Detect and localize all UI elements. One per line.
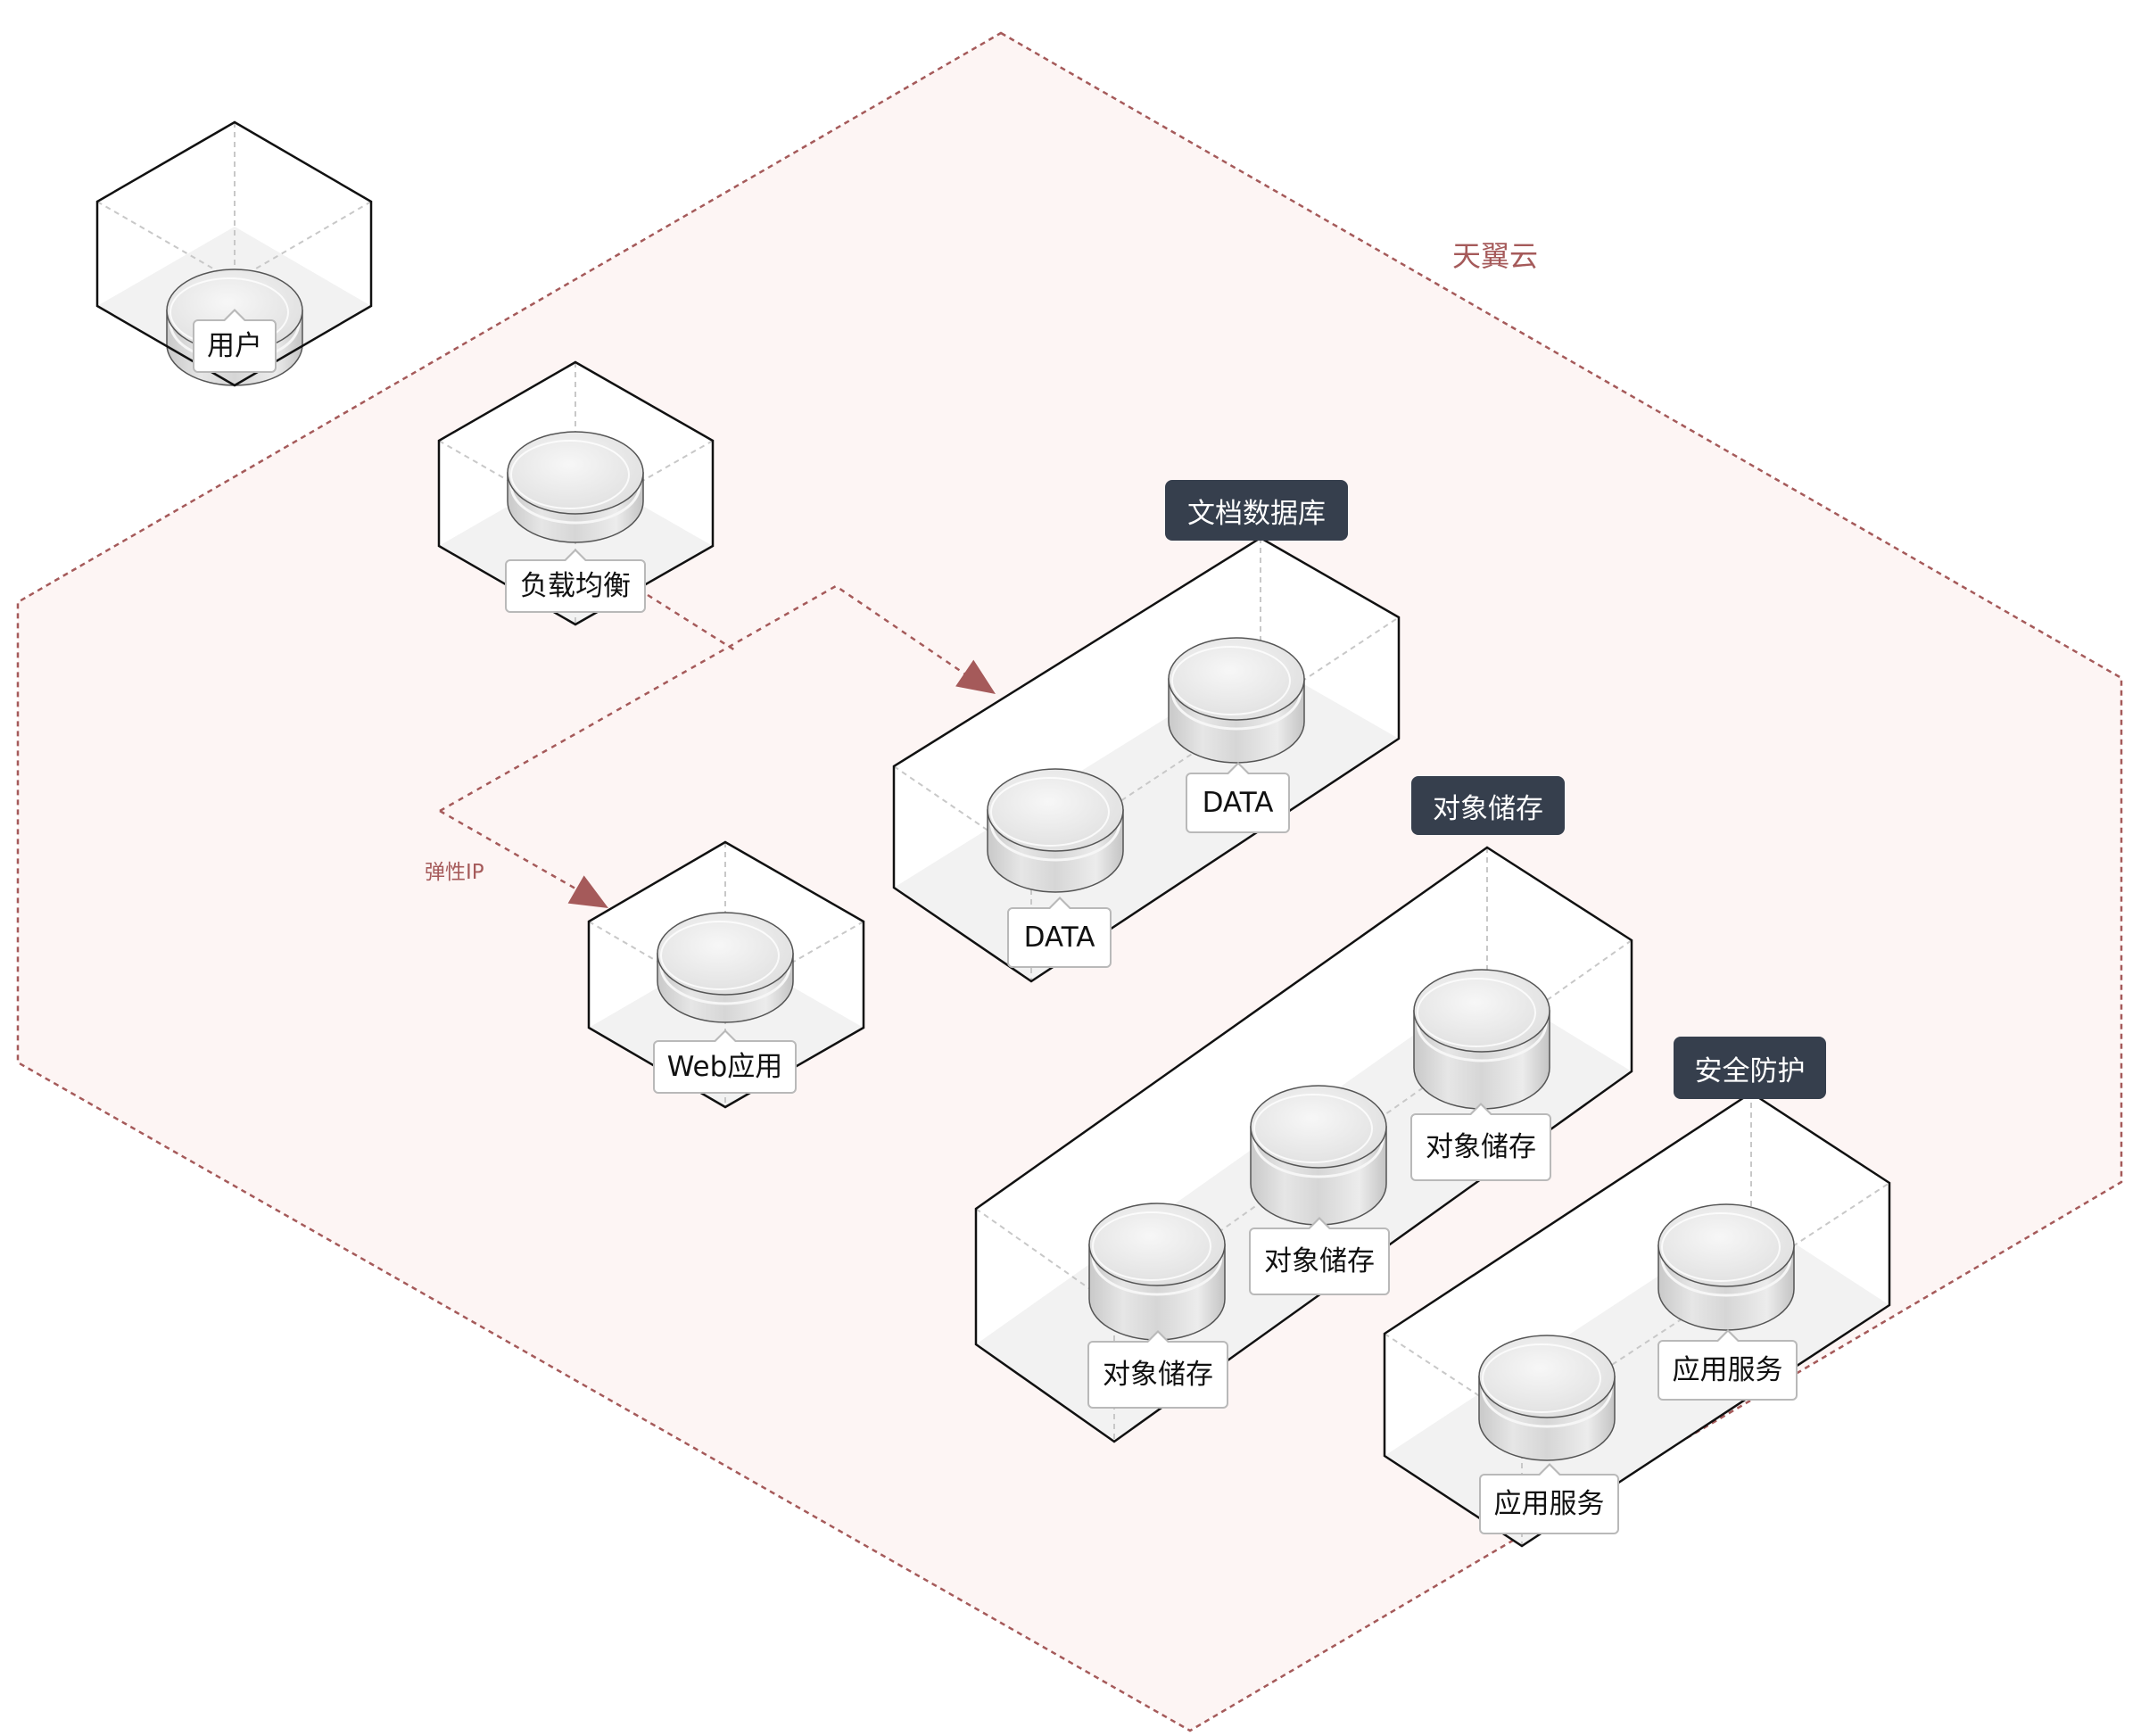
group-security xyxy=(1383,1091,1891,1548)
arrowhead-icon xyxy=(955,659,996,694)
group-label-object-storage[interactable]: 对象储存 xyxy=(1411,776,1565,835)
group-object-storage xyxy=(974,846,1633,1443)
group-object-storage-cylinder-icon-1-top xyxy=(1413,969,1550,1053)
group-document-db-cylinder-icon-2-highlight xyxy=(990,777,1110,847)
node-label-app-service-2[interactable]: 应用服务 xyxy=(1657,1329,1798,1401)
node-web-app-cylinder-icon-rim xyxy=(659,965,791,1005)
group-document-db-cylinder-icon-1-highlight xyxy=(1171,646,1291,715)
group-security-cylinder-icon-2-top xyxy=(1478,1335,1616,1418)
group-object-storage-cylinder-icon-3-rim xyxy=(1091,1256,1223,1296)
node-user-hidden-edge xyxy=(96,201,236,282)
cloud-title: 天翼云 xyxy=(1452,239,1539,273)
group-security-cylinder-icon-2-highlight xyxy=(1482,1343,1601,1413)
node-web-app-cylinder-icon-highlight xyxy=(660,921,780,990)
group-object-storage-cylinder-icon-3-top xyxy=(1088,1203,1226,1286)
node-label-user[interactable]: 用户 xyxy=(193,309,277,373)
group-document-db-cylinder-icon-2-rim xyxy=(989,822,1121,862)
group-security-cylinder-icon-1-highlight xyxy=(1661,1212,1781,1282)
node-label-object-storage-3[interactable]: 对象储存 xyxy=(1410,1103,1551,1181)
node-load-balancer-cylinder-icon-rim xyxy=(509,484,641,525)
group-object-storage-cylinder-icon-2-highlight xyxy=(1253,1094,1373,1163)
node-label-object-storage-1[interactable]: 对象储存 xyxy=(1087,1330,1228,1409)
arrowhead-icon xyxy=(567,875,608,908)
edge-label-eip: 弹性IP xyxy=(425,861,484,884)
node-user-outline xyxy=(95,120,373,387)
group-object-storage-cylinder-icon-3-highlight xyxy=(1092,1211,1211,1281)
node-load-balancer-cylinder-icon-highlight xyxy=(510,440,630,509)
edge-lb-out xyxy=(647,593,736,652)
node-load-balancer-cylinder-icon-top xyxy=(507,431,644,515)
node-web-app-cylinder-icon-top xyxy=(657,912,794,996)
edge-to-web-app xyxy=(439,809,595,901)
node-user-hidden-edge xyxy=(234,201,372,282)
node-label-app-service-1[interactable]: 应用服务 xyxy=(1479,1463,1619,1534)
group-document-db-cylinder-icon-1-top xyxy=(1168,637,1305,721)
group-label-document-db[interactable]: 文档数据库 xyxy=(1165,480,1348,541)
group-document-db-cylinder-icon-1-rim xyxy=(1170,690,1302,731)
node-label-load-balancer[interactable]: 负载均衡 xyxy=(505,549,646,613)
node-label-web-app[interactable]: Web应用 xyxy=(653,1029,797,1094)
node-web-app-outline xyxy=(587,840,865,1109)
group-object-storage-outline xyxy=(974,846,1633,1443)
group-document-db xyxy=(892,536,1401,983)
node-label-data-2[interactable]: DATA xyxy=(1186,762,1290,833)
group-security-cylinder-icon-2-rim xyxy=(1481,1388,1613,1428)
group-security-cylinder-icon-1-top xyxy=(1657,1203,1795,1287)
group-security-cylinder-icon-1-rim xyxy=(1660,1257,1792,1297)
group-object-storage-cylinder-icon-2-top xyxy=(1250,1085,1387,1169)
group-document-db-cylinder-icon-2-top xyxy=(987,768,1124,852)
group-object-storage-cylinder-icon-1-rim xyxy=(1416,1022,1548,1062)
edge-to-document-db xyxy=(439,584,982,813)
group-label-security[interactable]: 安全防护 xyxy=(1674,1037,1826,1099)
group-object-storage-cylinder-icon-2-rim xyxy=(1252,1138,1385,1178)
node-label-data-1[interactable]: DATA xyxy=(1007,897,1112,968)
connections xyxy=(439,584,996,908)
node-load-balancer-outline xyxy=(437,360,715,626)
node-label-object-storage-2[interactable]: 对象储存 xyxy=(1249,1217,1390,1295)
group-object-storage-cylinder-icon-1-highlight xyxy=(1417,978,1536,1047)
group-security-hidden-edge xyxy=(1384,1333,1523,1425)
